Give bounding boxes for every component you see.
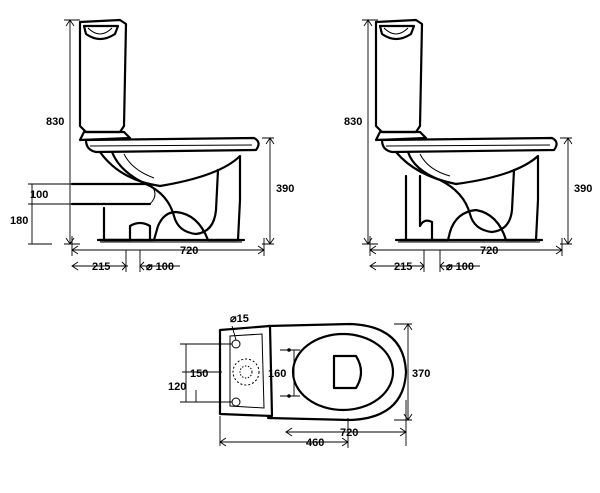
flush-button-left bbox=[82, 24, 120, 41]
label-160: 160 bbox=[268, 368, 286, 380]
label-720-plan: 720 bbox=[340, 427, 358, 439]
plan-cistern bbox=[218, 324, 274, 418]
label-d15: ⌀15 bbox=[230, 313, 249, 325]
side-view-right bbox=[374, 18, 558, 243]
label-215-left: 215 bbox=[92, 261, 110, 273]
label-180-left: 180 bbox=[10, 215, 28, 227]
label-370: 370 bbox=[412, 368, 430, 380]
label-390-left: 390 bbox=[276, 183, 294, 195]
cistern-right bbox=[374, 18, 424, 134]
outlet-pipe-left bbox=[70, 182, 152, 206]
label-d100-right: ⌀ 100 bbox=[446, 261, 474, 273]
plan-seat-opening bbox=[332, 354, 363, 390]
label-390-right: 390 bbox=[574, 183, 592, 195]
side-view-left bbox=[70, 18, 260, 243]
dims-right bbox=[362, 19, 573, 272]
seat-right bbox=[380, 136, 558, 154]
label-120: 120 bbox=[168, 381, 186, 393]
label-100-left: 100 bbox=[30, 189, 48, 201]
label-830-left: 830 bbox=[46, 116, 64, 128]
plan-view bbox=[218, 322, 408, 422]
label-720-left: 720 bbox=[180, 245, 198, 257]
dims-plan bbox=[180, 323, 413, 448]
plan-seat-inner bbox=[291, 332, 395, 412]
label-720-right: 720 bbox=[480, 245, 498, 257]
waste-outlet-dashed bbox=[232, 358, 260, 386]
plan-bowl-outer bbox=[266, 322, 408, 422]
label-d100-left: ⌀ 100 bbox=[146, 261, 174, 273]
label-215-right: 215 bbox=[394, 261, 412, 273]
label-460: 460 bbox=[306, 437, 324, 449]
label-830-right: 830 bbox=[344, 116, 362, 128]
flush-button-right bbox=[378, 24, 416, 41]
dims-left bbox=[28, 19, 275, 272]
cistern-left bbox=[78, 18, 128, 134]
seat-left bbox=[84, 136, 260, 154]
fixing-hole-top bbox=[231, 339, 241, 349]
fixing-hole-bottom bbox=[231, 397, 241, 407]
label-150: 150 bbox=[190, 368, 208, 380]
